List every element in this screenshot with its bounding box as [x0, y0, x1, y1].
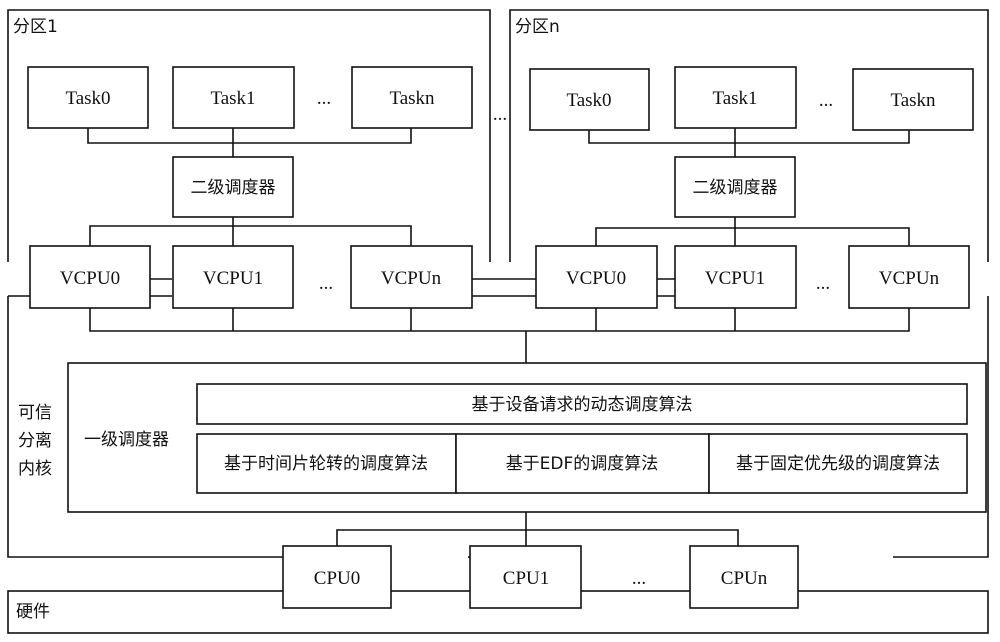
pn-vcpu-label: VCPU0 [566, 268, 626, 289]
dynamic-scheduling-algorithm-label: 基于设备请求的动态调度算法 [472, 395, 693, 415]
p1-second-level-scheduler-box [172, 156, 294, 218]
pn-second-level-scheduler-label: 二级调度器 [693, 178, 778, 198]
first-level-scheduler-label: 一级调度器 [84, 430, 169, 450]
p1-vcpu-box [172, 245, 294, 309]
pn-task-ellipsis: ... [819, 90, 833, 111]
pn-task-label: Task0 [566, 90, 611, 111]
fixed-priority-algorithm-label: 基于固定优先级的调度算法 [736, 454, 940, 474]
p1-task-bus [87, 128, 412, 144]
p1-task-box [351, 66, 473, 129]
p1-vcpu-bus [89, 225, 412, 246]
p1-vcpu-box [350, 245, 473, 309]
between-partitions-ellipsis: ... [493, 104, 507, 125]
edf-algorithm-box [455, 433, 710, 494]
kernel-frame-right [893, 296, 989, 558]
edf-algorithm-label: 基于EDF的调度算法 [506, 454, 659, 474]
cpu-ellipsis: ... [632, 568, 646, 589]
pn-vcpu-box [535, 245, 658, 309]
p1-vcpu-label: VCPUn [381, 268, 442, 289]
kernel-label-line: 可信 [18, 403, 52, 423]
p1-task-label: Taskn [389, 88, 435, 109]
kernel-label-line: 内核 [18, 459, 52, 479]
hardware-label: 硬件 [16, 602, 50, 622]
partition-n-frame [509, 9, 989, 262]
pn-task-label: Task1 [712, 88, 757, 109]
cpu-box [469, 545, 582, 609]
cpu-bus [336, 529, 739, 546]
round-robin-algorithm-label: 基于时间片轮转的调度算法 [224, 454, 428, 474]
p1-task-box [172, 66, 295, 129]
kernel-label-line: 分离 [18, 431, 52, 451]
pn-vcpu-ellipsis: ... [816, 273, 830, 294]
pn-second-level-scheduler-box [674, 156, 796, 218]
p1-vcpu-ellipsis: ... [319, 273, 333, 294]
pn-vcpu-bus [595, 227, 910, 246]
cpu-box [689, 545, 799, 609]
p1-task-ellipsis: ... [317, 88, 331, 109]
cpu-label: CPU0 [314, 568, 360, 589]
round-robin-algorithm-box [196, 433, 457, 494]
partition-n-title: 分区n [515, 17, 560, 37]
pn-task-box [529, 68, 650, 131]
pn-task-label: Taskn [890, 90, 936, 111]
pn-task-box [674, 66, 797, 129]
p1-task-box [27, 66, 149, 129]
cpu-box [282, 545, 392, 609]
p1-task-label: Task0 [65, 88, 110, 109]
p1-second-level-scheduler-label: 二级调度器 [191, 178, 276, 198]
pn-task-bus [588, 130, 910, 144]
pn-vcpu-box [848, 245, 970, 309]
vcpu-bottom-bus [89, 308, 910, 332]
p1-vcpu-label: VCPU0 [60, 268, 120, 289]
kernel-frame-left [7, 296, 283, 558]
fixed-priority-algorithm-box [708, 433, 968, 494]
pn-task-box [852, 68, 974, 131]
p1-task-label: Task1 [210, 88, 255, 109]
pn-vcpu-box [674, 245, 797, 309]
cpu-label: CPU1 [503, 568, 549, 589]
dynamic-scheduling-algorithm-box [196, 383, 968, 425]
partition-1-frame [7, 9, 491, 262]
cpu-label: CPUn [721, 568, 768, 589]
p1-vcpu-label: VCPU1 [203, 268, 263, 289]
p1-vcpu-box [29, 245, 151, 309]
pn-vcpu-label: VCPUn [879, 268, 940, 289]
partition-1-title: 分区1 [13, 17, 58, 37]
pn-vcpu-label: VCPU1 [705, 268, 765, 289]
